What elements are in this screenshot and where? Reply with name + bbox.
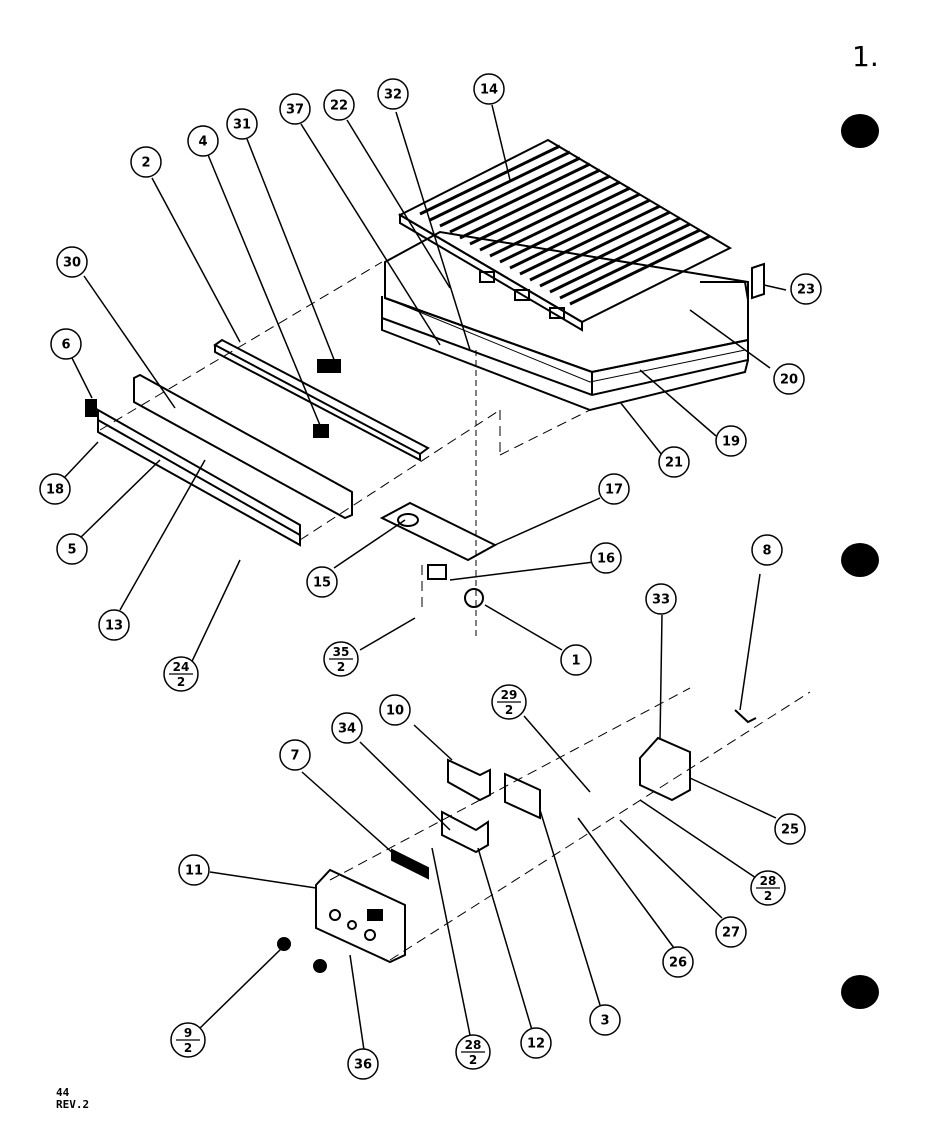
page-number: 44 [56,1086,70,1099]
callout-number: 23 [797,283,815,298]
callout-13: 13 [98,609,130,641]
fraction-numerator: 9 [184,1026,192,1040]
fraction-callout-35: 352 [323,641,359,677]
fraction-numerator: 28 [465,1038,482,1052]
callout-19: 19 [715,425,747,457]
callout-number: 19 [722,435,740,450]
footer: 44 REV.2 [56,1087,89,1111]
frame-rails [85,338,430,547]
callout-number: 6 [61,338,70,353]
callout-17: 17 [598,473,630,505]
fraction-denominator: 2 [764,889,772,903]
fraction-denominator: 2 [469,1053,477,1067]
callout-5: 5 [56,533,88,565]
fraction-numerator: 35 [333,645,350,659]
callout-number: 31 [233,118,251,133]
callout-number: 12 [527,1037,545,1052]
callout-number: 21 [665,456,683,471]
callout-8: 8 [751,534,783,566]
crisper-pan-assembly [381,230,765,412]
fraction-denominator: 2 [177,675,185,689]
callout-18: 18 [39,473,71,505]
callout-36: 36 [347,1048,379,1080]
callout-number: 10 [386,704,404,719]
callout-11: 11 [178,854,210,886]
callout-number: 37 [286,103,304,118]
fraction-numerator: 24 [173,660,190,674]
revision-label: REV.2 [56,1098,90,1111]
callout-7: 7 [279,739,311,771]
callout-number: 15 [313,576,331,591]
callout-number: 18 [46,483,64,498]
callout-number: 13 [105,619,123,634]
callout-number: 17 [605,483,623,498]
fraction-callout-29: 292 [491,684,527,720]
callout-22: 22 [323,89,355,121]
callout-14: 14 [473,73,505,105]
callout-number: 2 [141,156,150,171]
callout-16: 16 [590,542,622,574]
fraction-numerator: 29 [501,688,518,702]
callout-number: 4 [198,135,207,150]
callout-number: 25 [781,823,799,838]
fraction-callout-24: 242 [163,656,199,692]
fraction-denominator: 2 [337,660,345,674]
callout-10: 10 [379,694,411,726]
fraction-callout-28: 282 [455,1034,491,1070]
callout-33: 33 [645,583,677,615]
callout-4: 4 [187,125,219,157]
callout-2: 2 [130,146,162,178]
fraction-numerator: 28 [760,874,777,888]
callout-number: 22 [330,99,348,114]
callout-number: 7 [290,749,299,764]
callout-27: 27 [715,916,747,948]
callout-number: 16 [597,552,615,567]
callout-number: 34 [338,722,356,737]
callout-30: 30 [56,246,88,278]
callout-number: 30 [63,256,81,271]
callout-32: 32 [377,78,409,110]
crisper-cover-grille [397,138,733,332]
callout-21: 21 [658,446,690,478]
callout-37: 37 [279,93,311,125]
fraction-denominator: 2 [184,1041,192,1055]
callout-number: 20 [780,373,798,388]
callout-1: 1 [560,644,592,676]
callout-3: 3 [589,1004,621,1036]
callout-leaders [63,104,787,1051]
callout-number: 33 [652,593,670,608]
callout-number: 5 [67,543,76,558]
callout-number: 14 [480,83,498,98]
callout-6: 6 [50,328,82,360]
callout-number: 8 [762,544,771,559]
callout-26: 26 [662,946,694,978]
callout-number: 27 [722,926,740,941]
callout-12: 12 [520,1027,552,1059]
binder-punch-holes [841,114,879,1009]
callout-34: 34 [331,712,363,744]
callout-number: 3 [600,1014,609,1029]
control-housing-assembly [277,709,757,973]
page-mark: 1. [852,40,879,73]
callout-number: 36 [354,1058,372,1073]
callout-15: 15 [306,566,338,598]
damper-control-assembly [379,350,498,640]
assembly-leader-lines [99,261,811,961]
callout-number: 26 [669,956,687,971]
fraction-callout-9: 92 [170,1022,206,1058]
callout-number: 32 [384,88,402,103]
fraction-denominator: 2 [505,703,513,717]
callout-25: 25 [774,813,806,845]
callout-20: 20 [773,363,805,395]
callout-number: 11 [185,864,203,879]
callout-23: 23 [790,273,822,305]
callout-number: 1 [571,654,580,669]
fraction-callout-28: 282 [750,870,786,906]
callout-31: 31 [226,108,258,140]
